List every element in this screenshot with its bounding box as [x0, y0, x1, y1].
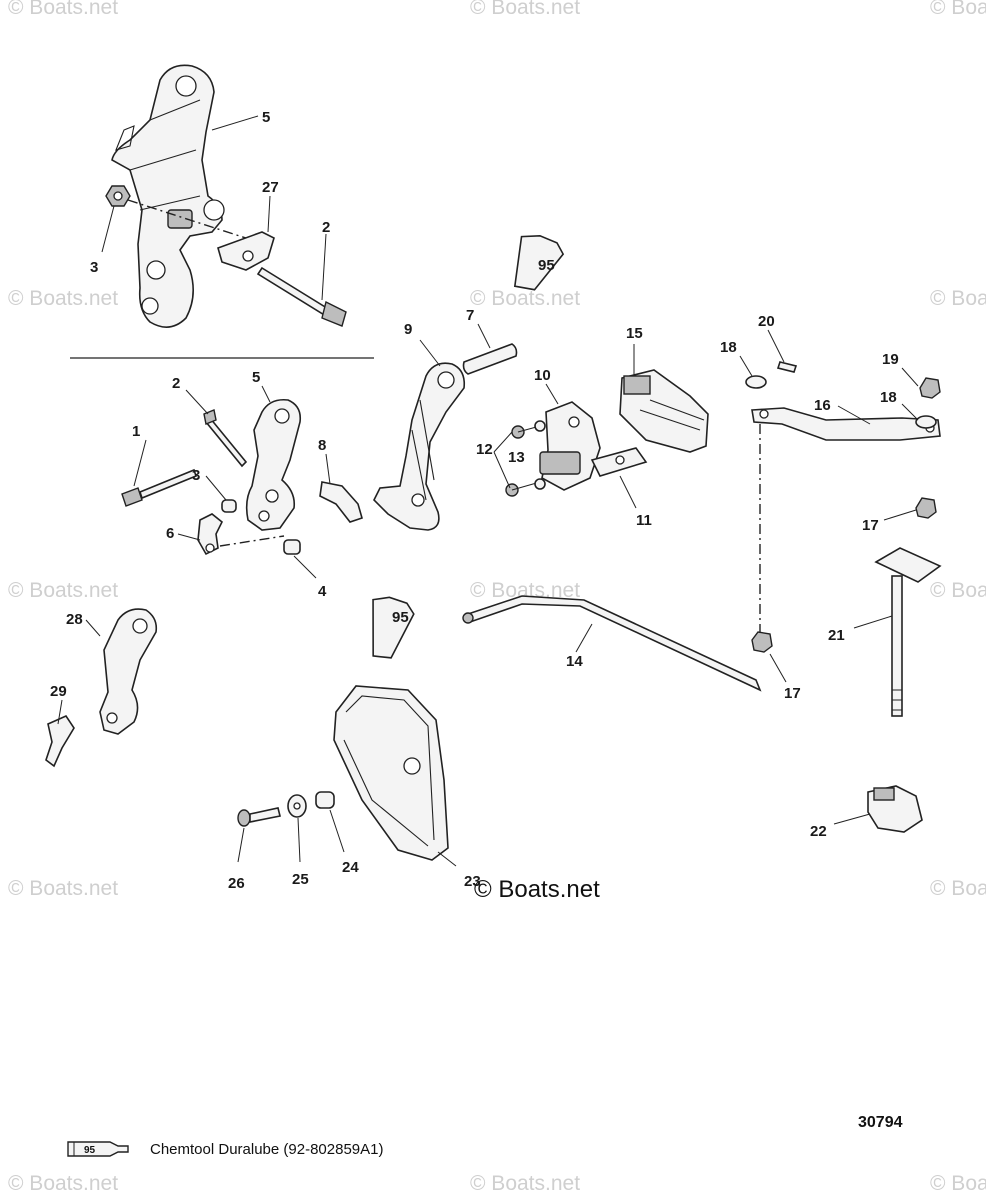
leader-lines — [57, 115, 919, 867]
part-washers-13 — [534, 420, 546, 490]
part-lever-28 — [99, 608, 158, 735]
watermark: © Boats.net — [470, 287, 580, 310]
callout-16: 16 — [814, 397, 831, 414]
callout-5: 5 — [252, 369, 260, 386]
part-bushing-4 — [283, 539, 301, 555]
callout-4: 4 — [318, 583, 327, 600]
part-washer-25 — [287, 794, 307, 818]
callout-18: 18 — [880, 389, 897, 406]
callouts: 5 27 2 3 5 2 1 3 6 4 8 9 7 10 12 13 11 1… — [50, 109, 899, 892]
callout-10: 10 — [534, 367, 551, 384]
part-switch-22 — [867, 785, 923, 833]
part-nut-3-upper — [105, 185, 131, 207]
part-washer-18-right — [915, 415, 937, 429]
watermark-main: © Boats.net — [474, 876, 600, 903]
callout-19: 19 — [882, 351, 899, 368]
part-clip-6 — [197, 513, 224, 556]
part-bushing-3-lower — [221, 499, 237, 513]
lubricant-tube-icon: 95 — [67, 1141, 129, 1157]
watermark: © Boats.net — [8, 1172, 118, 1195]
callout-27: 27 — [262, 179, 279, 196]
watermark: © Boats.net — [930, 877, 986, 900]
callout-8: 8 — [318, 437, 326, 454]
part-lever-arm-upper — [111, 64, 225, 328]
part-cover-23 — [333, 685, 449, 861]
lubricant-tube-lower: 95 — [372, 596, 415, 659]
callout-5: 5 — [262, 109, 270, 126]
part-clip-8 — [319, 481, 363, 523]
part-nut-17-upper — [915, 497, 937, 519]
part-washer-18-left — [745, 375, 767, 389]
part-screw-26 — [237, 807, 281, 827]
callout-3: 3 — [192, 467, 200, 484]
part-pin-20 — [776, 361, 798, 373]
part-bracket-27 — [217, 231, 275, 271]
watermark: © Boats.net — [930, 287, 986, 310]
part-block-10 — [539, 401, 601, 491]
tube-label: 95 — [392, 609, 409, 626]
callout-1: 1 — [132, 423, 140, 440]
callout-23: 23 — [464, 873, 481, 890]
part-shaft-21 — [874, 547, 942, 717]
callout-17: 17 — [784, 685, 801, 702]
watermark: © Boats.net — [470, 1172, 580, 1195]
callout-22: 22 — [810, 823, 827, 840]
watermarks: © Boats.net © Boats.net © Boats.net © Bo… — [8, 0, 986, 1195]
callout-20: 20 — [758, 313, 775, 330]
part-bushing-24 — [315, 791, 335, 809]
watermark: © Boats.net — [8, 877, 118, 900]
legend-tube-label: 95 — [84, 1145, 96, 1156]
part-bracket-9 — [373, 362, 466, 531]
part-pin-7 — [462, 343, 518, 375]
callout-15: 15 — [626, 325, 643, 342]
callout-7: 7 — [466, 307, 474, 324]
callout-26: 26 — [228, 875, 245, 892]
alignment-line — [127, 199, 253, 241]
watermark: © Boats.net — [8, 287, 118, 310]
callout-2: 2 — [172, 375, 180, 392]
callout-9: 9 — [404, 321, 412, 338]
part-screw-2-lower — [203, 409, 248, 468]
diagram-number: 30794 — [858, 1114, 903, 1131]
part-clip-29 — [45, 714, 75, 768]
part-link-rod-14 — [462, 595, 762, 692]
callout-14: 14 — [566, 653, 583, 670]
callout-13: 13 — [508, 449, 525, 466]
callout-11: 11 — [636, 512, 652, 529]
watermark: © Boats.net — [470, 579, 580, 602]
callout-29: 29 — [50, 683, 67, 700]
tube-label: 95 — [538, 257, 555, 274]
watermark: © Boats.net — [8, 579, 118, 602]
callout-2: 2 — [322, 219, 330, 236]
part-switch-15 — [619, 369, 709, 453]
part-link-arm-16 — [751, 407, 941, 441]
callout-24: 24 — [342, 859, 359, 876]
legend-text: Chemtool Duralube (92-802859A1) — [150, 1140, 384, 1158]
part-nut-17-lower — [751, 631, 773, 653]
watermark: © Boats.net — [930, 579, 986, 602]
callout-17: 17 — [862, 517, 879, 534]
watermark: © Boats.net — [930, 0, 986, 19]
part-lever-5-lower — [245, 398, 302, 531]
callout-18: 18 — [720, 339, 737, 356]
callout-25: 25 — [292, 871, 309, 888]
watermark: © Boats.net — [8, 0, 118, 19]
part-bolt-2-upper — [256, 266, 347, 327]
alignment-line — [219, 535, 285, 547]
legend: 95 Chemtool Duralube (92-802859A1) — [66, 1136, 383, 1162]
callout-21: 21 — [828, 627, 845, 644]
part-gasket-11 — [590, 447, 648, 477]
callout-12: 12 — [476, 441, 493, 458]
part-bolt-1 — [121, 468, 197, 507]
callout-6: 6 — [166, 525, 174, 542]
callout-28: 28 — [66, 611, 83, 628]
watermark: © Boats.net — [930, 1172, 986, 1195]
part-nut-19 — [919, 377, 941, 399]
watermark: © Boats.net — [470, 0, 580, 19]
callout-3: 3 — [90, 259, 98, 276]
lubricant-tube-upper: 95 — [513, 235, 565, 291]
